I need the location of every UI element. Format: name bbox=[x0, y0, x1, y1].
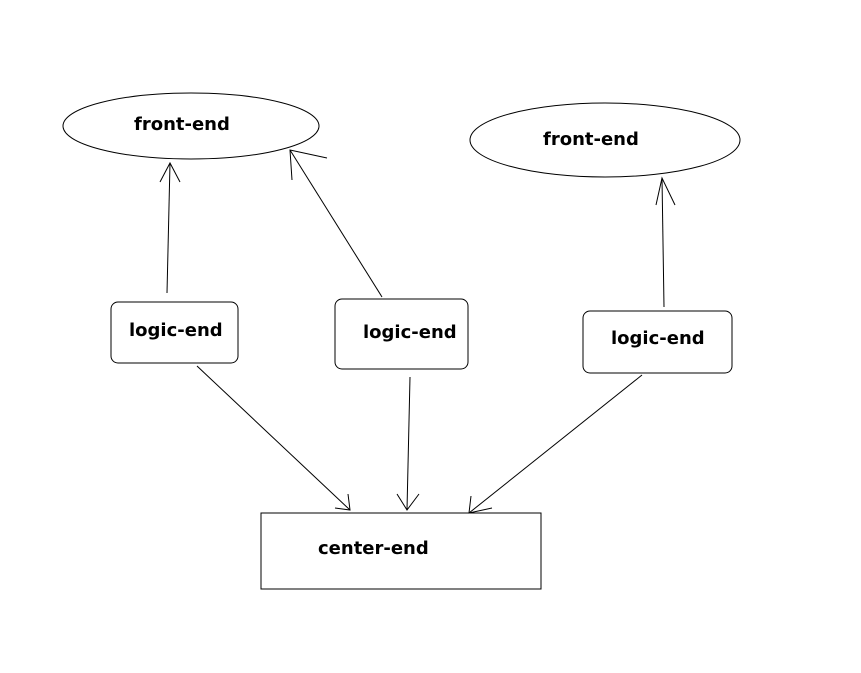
logic-end-right-label: logic-end bbox=[611, 328, 705, 349]
center-end-label: center-end bbox=[318, 538, 429, 559]
arrowhead-icon bbox=[159, 161, 181, 183]
arrowhead-icon bbox=[289, 149, 328, 181]
center-end-box bbox=[260, 512, 542, 590]
logic-end-right-node: logic-end bbox=[582, 310, 733, 374]
logic-end-middle-box bbox=[334, 298, 469, 370]
edge-logic-right-to-center bbox=[468, 374, 643, 514]
edge-logic-left-to-center bbox=[196, 365, 351, 511]
front-end-left-node: front-end bbox=[62, 92, 320, 160]
logic-end-left-node: logic-end bbox=[110, 301, 239, 364]
edge-line bbox=[289, 149, 383, 298]
logic-end-middle-label: logic-end bbox=[363, 322, 457, 343]
front-end-right-node: front-end bbox=[469, 102, 741, 178]
logic-end-middle-node: logic-end bbox=[334, 298, 469, 370]
arrowhead-icon bbox=[334, 493, 351, 511]
edge-line bbox=[166, 162, 171, 294]
arrowhead-icon bbox=[468, 495, 493, 514]
edge-logic-middle-to-center bbox=[396, 376, 420, 511]
edge-line bbox=[661, 177, 665, 308]
logic-end-left-box bbox=[110, 301, 239, 364]
front-end-left-ellipse bbox=[62, 92, 320, 160]
edge-logic-left-to-front-left bbox=[159, 161, 181, 294]
edge-line bbox=[468, 374, 643, 514]
arrowhead-icon bbox=[655, 176, 676, 206]
logic-end-right-box bbox=[582, 310, 733, 374]
center-end-node: center-end bbox=[260, 512, 542, 590]
front-end-right-label: front-end bbox=[543, 129, 639, 150]
edge-line bbox=[196, 365, 351, 511]
arrowhead-icon bbox=[396, 493, 420, 511]
front-end-right-ellipse bbox=[469, 102, 741, 178]
logic-end-left-label: logic-end bbox=[129, 320, 223, 341]
edge-logic-right-to-front-right bbox=[655, 176, 676, 308]
edge-line bbox=[406, 376, 411, 511]
edge-logic-middle-to-front-left bbox=[289, 149, 383, 298]
front-end-left-label: front-end bbox=[134, 114, 230, 135]
